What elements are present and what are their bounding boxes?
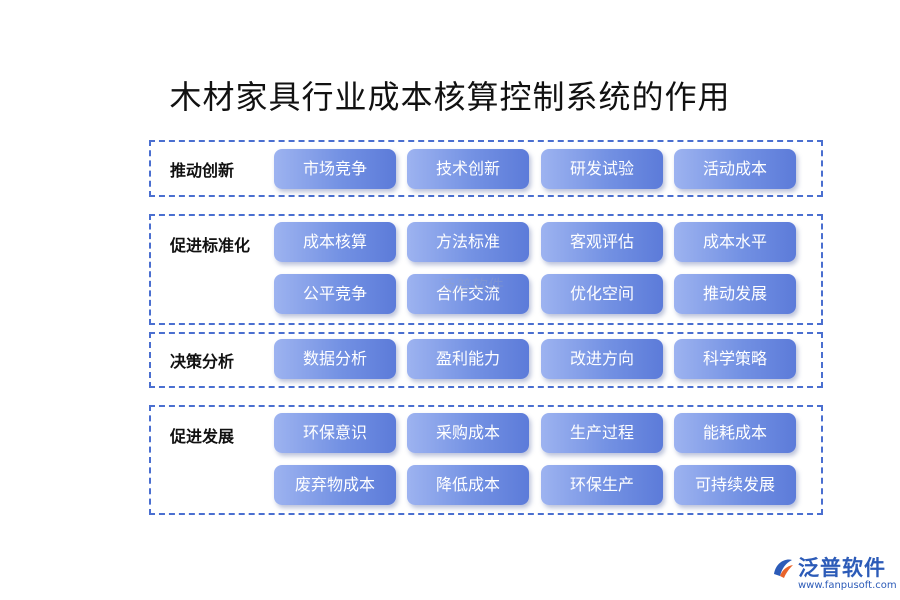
section-development bbox=[149, 405, 823, 515]
brand-url: www.fanpusoft.com bbox=[798, 580, 897, 591]
item-chip: 废弃物成本 bbox=[274, 465, 396, 505]
section-label: 推动创新 bbox=[170, 161, 235, 180]
brand-name: 泛普软件 bbox=[798, 556, 886, 580]
fanpu-logo-icon bbox=[774, 559, 793, 578]
item-chip: 推动发展 bbox=[674, 274, 796, 314]
item-chip: 数据分析 bbox=[274, 339, 396, 379]
item-chip: 公平竞争 bbox=[274, 274, 396, 314]
item-chip: 改进方向 bbox=[541, 339, 663, 379]
item-chip: 能耗成本 bbox=[674, 413, 796, 453]
item-chip: 可持续发展 bbox=[674, 465, 796, 505]
diagram-title: 木材家具行业成本核算控制系统的作用 bbox=[169, 78, 731, 116]
section-decision bbox=[149, 332, 823, 388]
item-chip: 成本核算 bbox=[274, 222, 396, 262]
item-chip: 环保生产 bbox=[541, 465, 663, 505]
item-chip: 研发试验 bbox=[541, 149, 663, 189]
item-chip: 活动成本 bbox=[674, 149, 796, 189]
item-chip: 优化空间 bbox=[541, 274, 663, 314]
item-chip: 客观评估 bbox=[541, 222, 663, 262]
item-chip: 合作交流 bbox=[407, 274, 529, 314]
watermark-text: 泛普软件 bbox=[440, 276, 505, 295]
item-chip: 环保意识 bbox=[274, 413, 396, 453]
section-label: 决策分析 bbox=[170, 352, 235, 371]
item-chip: 盈利能力 bbox=[407, 339, 529, 379]
item-chip: 降低成本 bbox=[407, 465, 529, 505]
section-innovation bbox=[149, 140, 823, 197]
section-label: 促进标准化 bbox=[170, 236, 251, 255]
item-chip: 科学策略 bbox=[674, 339, 796, 379]
brand-logo-block: 泛普软件 www.fanpusoft.com bbox=[770, 550, 897, 596]
item-chip: 市场竞争 bbox=[274, 149, 396, 189]
item-chip: 方法标准 bbox=[407, 222, 529, 262]
item-chip: 技术创新 bbox=[407, 149, 529, 189]
section-standardization bbox=[149, 214, 823, 325]
item-chip: 生产过程 bbox=[541, 413, 663, 453]
item-chip: 成本水平 bbox=[674, 222, 796, 262]
item-chip: 采购成本 bbox=[407, 413, 529, 453]
section-label: 促进发展 bbox=[170, 427, 235, 446]
